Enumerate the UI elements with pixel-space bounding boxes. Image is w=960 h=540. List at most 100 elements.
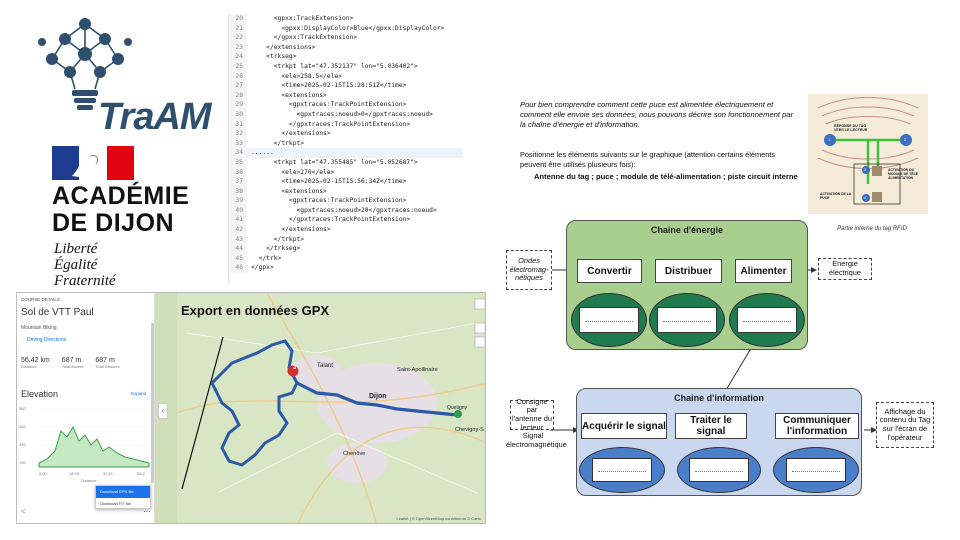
expand-link[interactable]: Expand [131, 391, 147, 396]
info-slot-3[interactable] [773, 447, 859, 493]
code-text: <gpxtraces:TrackPointExtension> [251, 197, 407, 205]
energy-slot-1[interactable] [571, 293, 647, 347]
code-text: <trkseg> [251, 53, 297, 61]
step-convertir[interactable]: Convertir [577, 259, 642, 283]
line-number: 39 [229, 196, 247, 206]
academie-title: ACADÉMIE DE DIJON [52, 183, 189, 237]
code-text: <ele>270</ele> [251, 168, 335, 176]
intro-paragraph: Pour bien comprendre comment cette puce … [520, 100, 794, 129]
energy-slot-3[interactable] [729, 293, 805, 347]
info-slot-2[interactable] [677, 447, 761, 493]
info-chain-title: Chaine d'information [674, 393, 764, 403]
rfid-number-4: 4 [864, 195, 867, 200]
download-fit-item[interactable]: Download FIT file [100, 501, 132, 506]
line-number: 31 [229, 119, 247, 130]
code-text: </gpxtraces:TrackPointExtension> [251, 120, 411, 128]
gpx-code-listing: 20 <gpxx:TrackExtension>21 <gpxx:Display… [228, 14, 463, 284]
code-line: 34...... [229, 148, 463, 158]
gpx-route-branch [296, 381, 458, 417]
code-line: 29 <gpxtraces:TrackPointExtension> [229, 100, 463, 110]
motto-egalite: Égalité [54, 257, 98, 273]
gpx-route-line [210, 339, 299, 467]
step-communiquer[interactable]: Communiquer l'information [775, 413, 859, 439]
download-gpx-item[interactable]: Download GPX file [96, 486, 150, 498]
dist-tick-0: 0.00 [39, 471, 47, 476]
info-slot-1[interactable] [579, 447, 665, 493]
step-alimenter[interactable]: Alimenter [735, 259, 792, 283]
code-text: </gpxx:TrackExtension> [251, 34, 358, 42]
rfid-number-3: 3 [864, 167, 867, 172]
place-chevigny: Chevigny-S [455, 427, 484, 433]
motto-liberte: Liberté [54, 241, 98, 257]
collapse-sidebar-button[interactable]: ‹ [158, 403, 168, 419]
rfid-label-response: RÉPONSE DU TAG VERS LE LECTEUR [834, 124, 868, 132]
code-text: <time>2025-02-15T15:56:34Z</time> [251, 178, 407, 186]
line-number: 45 [229, 253, 247, 264]
energy-slot-2[interactable] [649, 293, 725, 347]
elev-tick-3: 190 [19, 460, 26, 465]
export-gpx-title: Export en données GPX [181, 303, 330, 318]
step-traiter[interactable]: Traiter le signal [675, 413, 747, 439]
code-text: <trkpt lat="47.355485" lon="5.052687"> [251, 158, 418, 166]
dist-tick-2: 37.51 [103, 471, 114, 476]
code-line: 24 <trkseg> [229, 52, 463, 62]
code-text: <gpxtraces:TrackPointExtension> [251, 101, 407, 109]
code-line: 42 </extensions> [229, 225, 463, 235]
rfid-number-1: 1 [828, 137, 831, 142]
code-text: <extensions> [251, 187, 327, 195]
code-line: 28 <extensions> [229, 90, 463, 101]
map-attribution[interactable]: Leaflet | © OpenStreetMap contributors ©… [396, 516, 481, 521]
sidebar-scrollbar[interactable] [151, 323, 154, 483]
step-distribuer[interactable]: Distribuer [655, 259, 722, 283]
lightbulb-network-icon [38, 18, 132, 110]
place-chenove: Chenôve [343, 451, 366, 457]
route-end-marker-icon[interactable] [454, 410, 462, 418]
info-input-signal: Signal électromagnétique [506, 431, 567, 449]
code-line: 36 <ele>270</ele> [229, 167, 463, 178]
rfid-caption: Partie interne du tag RFID [837, 226, 907, 232]
code-line: 33 </trkpt> [229, 138, 463, 149]
republic-motto: Liberté Égalité Fraternité [54, 241, 116, 289]
elevation-title: Elevation [21, 389, 59, 399]
code-line: 46</gpx> [229, 263, 463, 274]
code-text: </extensions> [251, 43, 316, 51]
dist-tick-1: 18.76 [69, 471, 80, 476]
info-output: Affichage du contenu du Tag sur l'écran … [876, 402, 934, 448]
energy-output: Energie électrique [818, 258, 872, 280]
code-text: <time>2025-02-15T15:28:51Z</time> [251, 82, 407, 90]
code-text: </trkseg> [251, 245, 301, 253]
code-line: 20 <gpxx:TrackExtension> [229, 14, 463, 24]
code-text: <ele>258.5</ele> [251, 72, 342, 80]
place-talant: Talant [317, 363, 334, 369]
code-line: 25 <trkpt lat="47.352137" lon="5.036402"… [229, 61, 463, 72]
line-number: 42 [229, 225, 247, 235]
motto-fraternite: Fraternité [54, 273, 116, 289]
driving-directions-link[interactable]: Driving Directions [27, 337, 67, 343]
rfid-tag-diagram: 1 2 3 4 RÉPONSE DU TAG VERS LE LECTEUR A… [808, 94, 928, 214]
route-marker-number: 3 [293, 365, 297, 371]
line-number: 36 [229, 167, 247, 178]
step-acquerir[interactable]: Acquérir le signal [581, 413, 667, 439]
traam-logo: TraAM ACADÉMIE DE DIJON Liberté Égalité … [14, 8, 214, 289]
elev-tick-2: 310 [19, 442, 26, 447]
line-number: 43 [229, 234, 247, 245]
rfid-schematic [817, 97, 919, 205]
code-text: </trkpt> [251, 139, 305, 147]
code-line: 32 </extensions> [229, 129, 463, 139]
code-line: 44 </trkseg> [229, 244, 463, 254]
code-line: 38 <extensions> [229, 186, 463, 197]
code-text: <trkpt lat="47.352137" lon="5.036402"> [251, 62, 418, 70]
line-number: 30 [229, 109, 247, 120]
map-zoom-controls[interactable] [474, 298, 485, 348]
route-marker-icon[interactable] [287, 365, 299, 377]
dist-tick-3: 56.2 [137, 471, 145, 476]
code-line: 27 <time>2025-02-15T15:28:51Z</time> [229, 81, 463, 91]
academie-line-1: ACADÉMIE [52, 182, 190, 210]
course-name: Sol de VTT Paul [21, 307, 94, 318]
line-number: 35 [229, 157, 247, 168]
share-icon[interactable]: < [21, 507, 26, 516]
code-text: <gpxx:DisplayColor>Blue</gpxx:DisplayCol… [251, 24, 445, 32]
more-options-icon[interactable]: ⋯ [143, 507, 151, 516]
